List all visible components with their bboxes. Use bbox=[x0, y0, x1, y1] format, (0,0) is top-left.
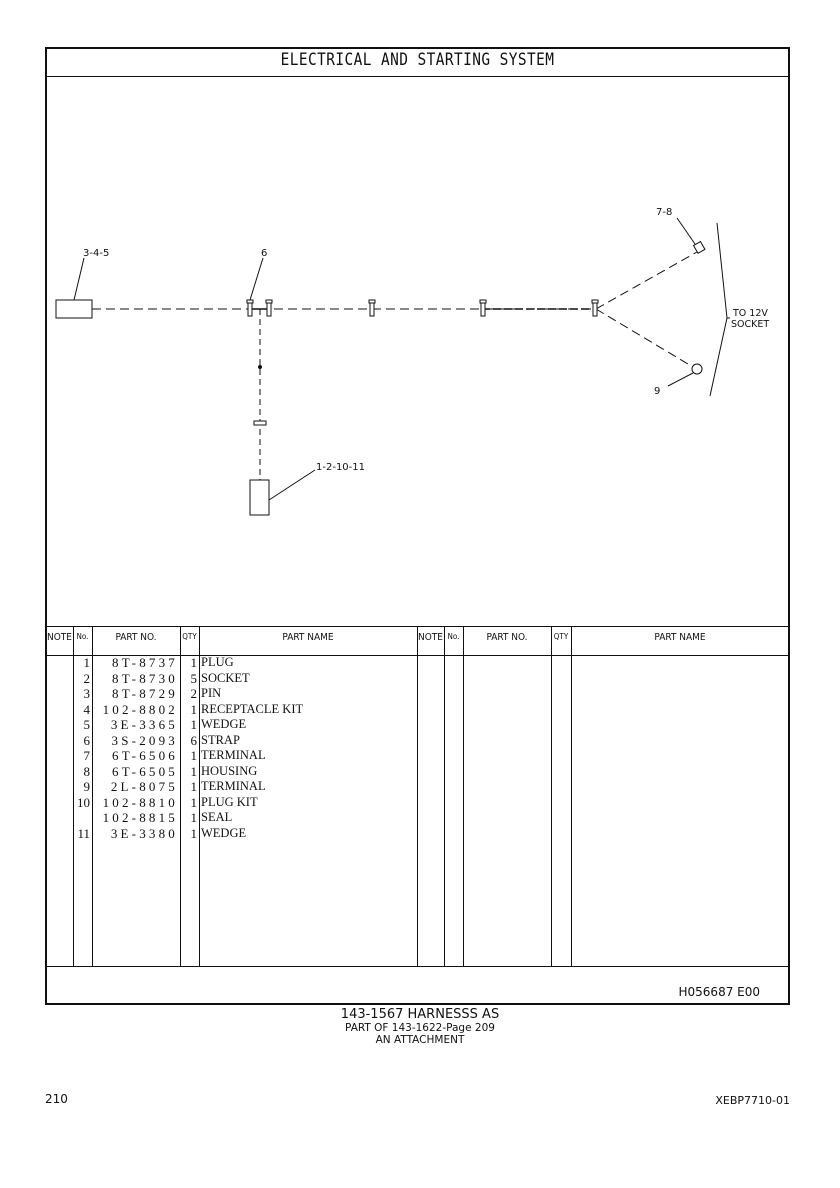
page-frame bbox=[45, 47, 790, 1005]
row-qty: 1 bbox=[190, 810, 198, 825]
row-part-name: TERMINAL bbox=[201, 779, 266, 793]
header-part-no: PART NO. bbox=[486, 632, 528, 643]
row-part-name: STRAP bbox=[201, 732, 240, 747]
row-qty: 5 bbox=[190, 670, 198, 686]
row-number: 9 bbox=[83, 779, 91, 794]
row-part-name: WEDGE bbox=[201, 717, 247, 731]
terminal-9 bbox=[691, 363, 703, 375]
row-part-no: 6T-6505 bbox=[112, 763, 178, 779]
row-part-no: 3E-3380 bbox=[110, 825, 178, 841]
row-number: 3 bbox=[83, 686, 91, 701]
row-number: 1 bbox=[83, 655, 91, 670]
row-qty: 1 bbox=[190, 763, 198, 779]
row-number: 6 bbox=[83, 732, 91, 748]
col-line bbox=[180, 626, 181, 966]
row-number: 4 bbox=[83, 701, 91, 717]
row-part-no: 102-8810 bbox=[102, 794, 178, 810]
divider bbox=[45, 76, 790, 77]
row-qty: 1 bbox=[190, 701, 198, 717]
row-part-no: 8T-8729 bbox=[112, 686, 178, 701]
socket-note-line2: SOCKET bbox=[731, 319, 769, 330]
row-part-no: 8T-8737 bbox=[112, 655, 178, 670]
row-part-name: PIN bbox=[201, 686, 222, 700]
row-qty: 1 bbox=[190, 655, 198, 670]
socket-note-line1: TO 12V bbox=[732, 308, 768, 319]
terminal-7-8 bbox=[692, 240, 706, 255]
row-number: 11 bbox=[77, 825, 90, 841]
row-part-no: 8T-8730 bbox=[112, 670, 178, 686]
callout-1-2-10-11: 1-2-10-11 bbox=[316, 462, 365, 473]
col-line bbox=[551, 626, 552, 966]
row-part-name: TERMINAL bbox=[201, 748, 266, 762]
header-qty: QTY bbox=[553, 632, 569, 641]
connector-1-2-10-11 bbox=[249, 479, 270, 516]
row-part-name: WEDGE bbox=[201, 825, 247, 840]
row-part-no: 6T-6506 bbox=[112, 748, 178, 763]
row-qty: 1 bbox=[190, 717, 198, 732]
header-no: No. bbox=[76, 632, 89, 641]
connector-3-4-5 bbox=[55, 299, 93, 319]
row-part-name: PLUG bbox=[201, 655, 234, 669]
caption-part-of: PART OF 143-1622-Page 209 bbox=[345, 1022, 495, 1034]
header-part-name: PART NAME bbox=[282, 632, 334, 643]
row-number: 2 bbox=[83, 670, 91, 686]
row-number: 8 bbox=[83, 763, 91, 779]
leader bbox=[268, 469, 316, 501]
col-line bbox=[571, 626, 572, 966]
branch-to-9 bbox=[595, 308, 694, 368]
col-line bbox=[463, 626, 464, 966]
row-number: 10 bbox=[77, 794, 90, 810]
leader bbox=[667, 372, 694, 387]
divider bbox=[45, 966, 790, 967]
header-part-name: PART NAME bbox=[654, 632, 706, 643]
row-part-no: 2L-8075 bbox=[110, 779, 178, 794]
wire-dot bbox=[258, 365, 262, 369]
row-part-name: SOCKET bbox=[201, 670, 250, 685]
strap-vertical bbox=[253, 420, 267, 426]
col-line bbox=[92, 626, 93, 966]
row-part-no: 3S-2093 bbox=[111, 732, 178, 748]
caption-title: 143-1567 HARNESSS AS bbox=[340, 1007, 500, 1022]
leader bbox=[676, 217, 696, 245]
row-qty: 1 bbox=[190, 748, 198, 763]
header-part-no: PART NO. bbox=[115, 632, 157, 643]
row-qty: 2 bbox=[190, 686, 198, 701]
col-line bbox=[417, 626, 418, 966]
drawing-code: H056687 E00 bbox=[678, 985, 761, 999]
row-part-name: RECEPTACLE KIT bbox=[201, 701, 304, 716]
col-line bbox=[73, 626, 74, 966]
callout-3-4-5: 3-4-5 bbox=[83, 248, 109, 259]
callout-7-8: 7-8 bbox=[656, 207, 672, 218]
header-qty: QTY bbox=[182, 632, 197, 641]
row-part-no: 102-8815 bbox=[102, 810, 178, 825]
row-part-no: 3E-3365 bbox=[110, 717, 178, 732]
socket-bracket bbox=[709, 222, 728, 397]
row-part-name: SEAL bbox=[201, 810, 233, 824]
branch-to-7-8 bbox=[595, 251, 698, 310]
straps bbox=[246, 299, 599, 317]
col-line bbox=[199, 626, 200, 966]
row-qty: 1 bbox=[190, 779, 198, 794]
callout-6: 6 bbox=[261, 248, 267, 259]
col-line bbox=[444, 626, 445, 966]
header-no: No. bbox=[447, 632, 460, 641]
leader bbox=[249, 257, 264, 301]
doc-code: XEBP7710-01 bbox=[715, 1094, 790, 1107]
row-number: 7 bbox=[83, 748, 91, 763]
row-part-name: HOUSING bbox=[201, 763, 258, 778]
caption-attachment: AN ATTACHMENT bbox=[375, 1034, 465, 1046]
row-part-name: PLUG KIT bbox=[201, 794, 258, 809]
leader bbox=[73, 257, 85, 301]
header-note: NOTE bbox=[47, 632, 72, 643]
row-number: 5 bbox=[83, 717, 91, 732]
header-note: NOTE bbox=[418, 632, 443, 643]
row-qty: 1 bbox=[190, 794, 198, 810]
page-number: 210 bbox=[45, 1092, 68, 1106]
row-qty: 1 bbox=[190, 825, 198, 841]
row-part-no: 102-8802 bbox=[102, 701, 178, 717]
row-qty: 6 bbox=[190, 732, 198, 748]
page-title: ELECTRICAL AND STARTING SYSTEM bbox=[280, 50, 555, 70]
callout-9: 9 bbox=[654, 386, 660, 397]
